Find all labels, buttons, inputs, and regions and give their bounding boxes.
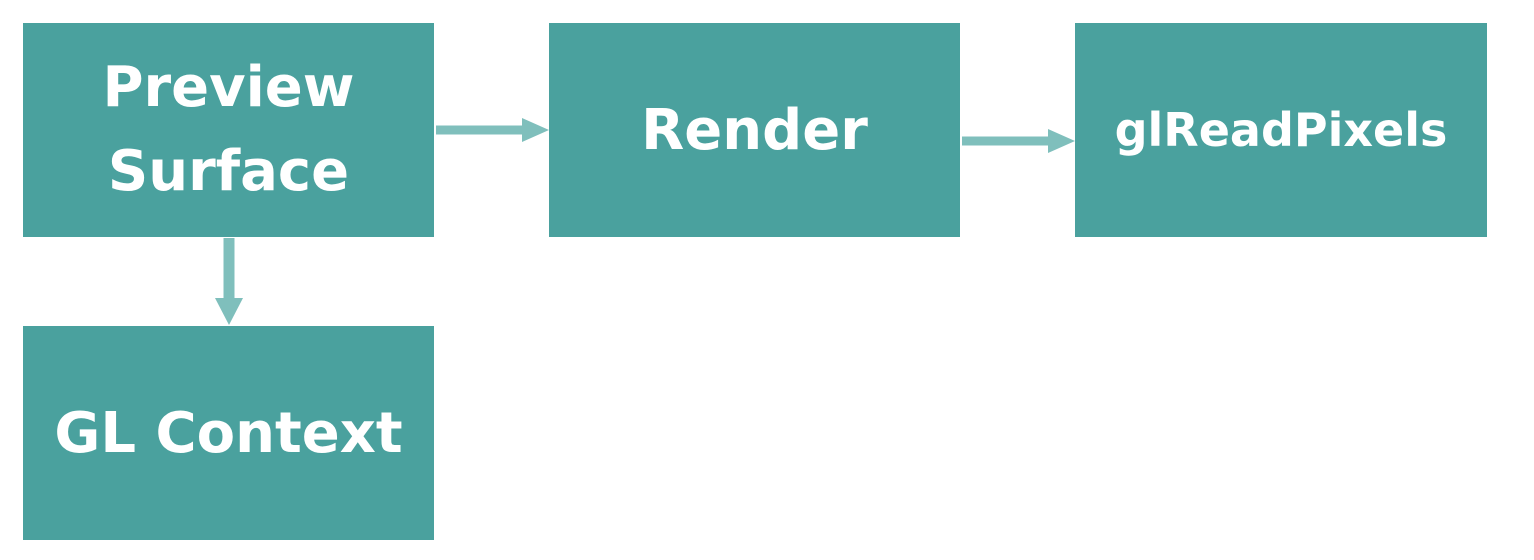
node-render: Render [549, 23, 960, 237]
node-gl-context-label: GL Context [54, 400, 403, 466]
arrow-preview-to-context [215, 238, 243, 325]
node-gl-context: GL Context [23, 326, 434, 540]
arrow-preview-to-render [436, 118, 549, 142]
node-preview-surface: Preview Surface [23, 23, 434, 237]
node-glreadpixels-label: glReadPixels [1114, 103, 1448, 157]
node-preview-surface-line-1: Preview [102, 55, 355, 120]
node-preview-surface-line-2: Surface [107, 139, 350, 204]
arrow-render-to-glreadpixels [962, 129, 1075, 153]
node-glreadpixels: glReadPixels [1075, 23, 1487, 237]
node-render-label: Render [641, 97, 868, 163]
